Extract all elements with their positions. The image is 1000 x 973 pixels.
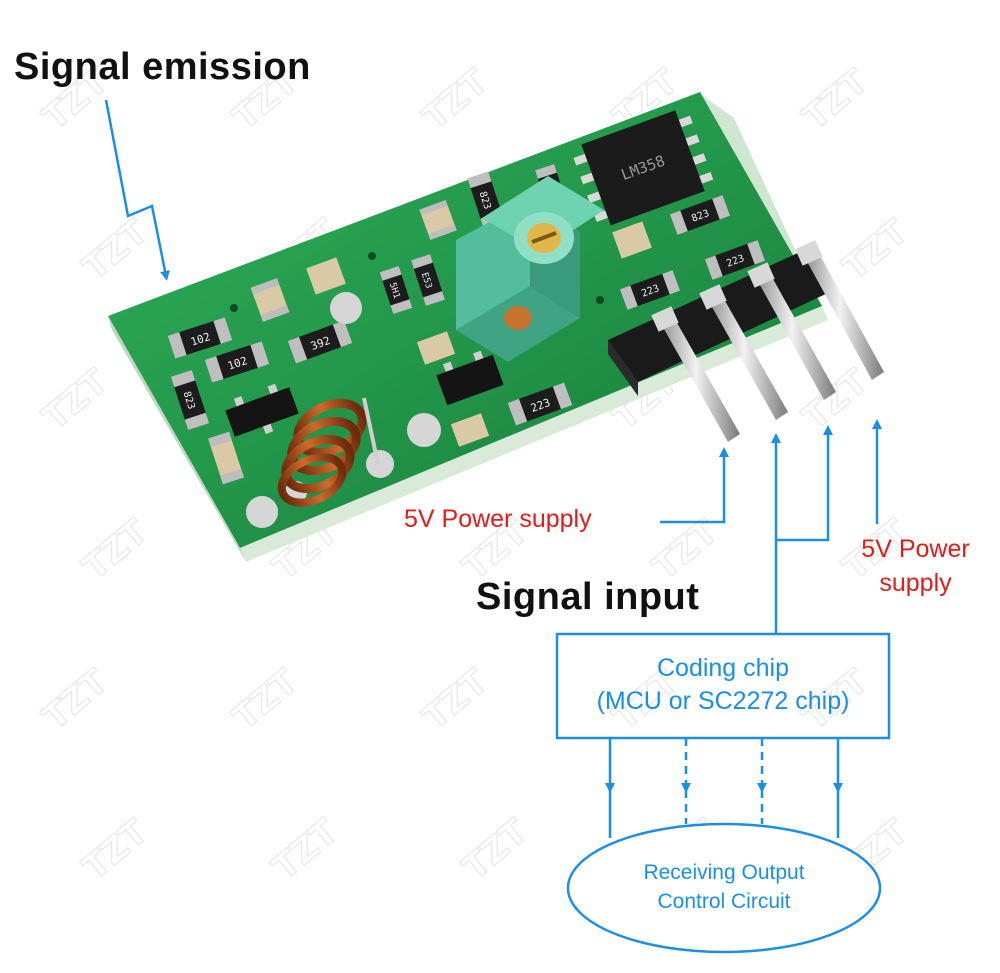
resistor-marking: 823 (181, 390, 197, 411)
coding-chip-line2: (MCU or SC2272 chip) (596, 687, 850, 715)
resistor-marking: E53 (419, 271, 434, 290)
resistor-marking: 823 (477, 190, 493, 211)
resistor-marking: 102 (189, 330, 212, 349)
receiving-circuit-line1: Receiving Output (643, 861, 805, 884)
receiving-circuit-label: Receiving Output Control Circuit (568, 858, 880, 916)
resistor-marking: 392 (309, 334, 332, 353)
header-pins (651, 240, 884, 442)
ic-chip: LM358 (573, 110, 714, 226)
emission-arrow (104, 99, 170, 281)
signal-input-heading: Signal input (476, 576, 700, 618)
antenna-coil (277, 397, 380, 507)
resistor-marking: 223 (529, 396, 552, 415)
coding-chip-label: Coding chip (MCU or SC2272 chip) (557, 652, 889, 718)
right-power-label-line1: 5V Power (861, 535, 970, 563)
tuning-potentiometer (456, 176, 604, 362)
signal-emission-heading: Signal emission (14, 46, 311, 88)
receiving-circuit-line2: Control Circuit (657, 890, 791, 913)
left-power-label: 5V Power supply (404, 505, 592, 533)
solder-pads (230, 252, 604, 528)
resistor-marking: 102 (226, 354, 249, 373)
resistor-marking: 5H1 (387, 281, 402, 300)
coding-chip-box (555, 632, 891, 740)
ground-line (776, 425, 833, 542)
coding-chip-line1: Coding chip (656, 654, 790, 682)
right-power-label: 5V Power supply (843, 532, 988, 600)
left-power-line (660, 447, 729, 524)
right-power-label-line2: supply (879, 569, 952, 597)
receiving-circuit-ellipse (566, 822, 882, 954)
